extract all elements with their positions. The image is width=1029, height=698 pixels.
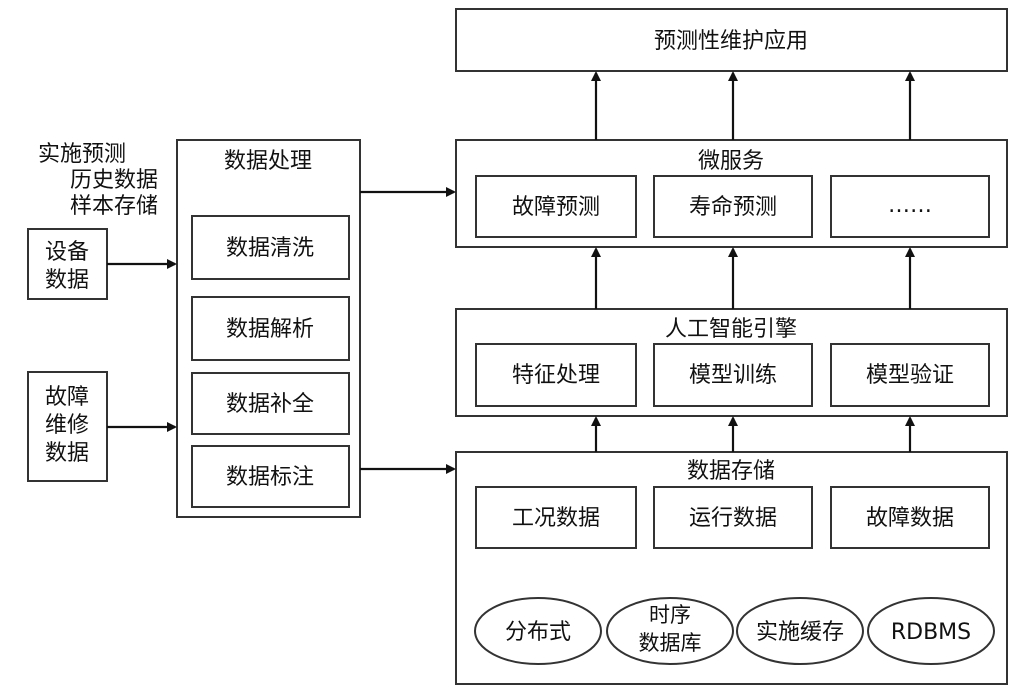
processing-box-labeling [191,445,350,508]
tech-label: 分布式 [505,620,571,645]
processing-label: 数据解析 [226,317,314,342]
tech-label: RDBMS [891,620,971,645]
processing-panel: 数据处理 数据清洗 数据解析 数据补全 数据标注 [176,139,361,518]
processing-label: 数据补全 [226,392,314,417]
engine-label: 模型验证 [866,363,954,388]
tech-label: 实施缓存 [756,620,844,645]
engine-label: 特征处理 [512,363,600,388]
input-fault-maintenance-data: 故障 维修 数据 [27,371,108,482]
microservice-layer: 微服务 故障预测 寿命预测 …… [455,139,1008,248]
microservice-title: 微服务 [698,149,764,174]
processing-label: 数据标注 [226,465,314,490]
note-line: 历史数据 [70,168,158,193]
service-label: …… [888,193,932,218]
storage-tech-distributed [474,597,602,665]
storage-label: 运行数据 [689,506,777,531]
tech-label: 数据库 [639,631,702,655]
engine-box-feature-processing [475,343,637,407]
processing-box-parsing [191,296,350,361]
input-label: 维修 [45,413,89,438]
processing-box-cleaning [191,215,350,280]
storage-layer: 数据存储 工况数据 运行数据 故障数据 分布式 时序 数据库 实施缓存 RDBM… [455,451,1008,685]
storage-label: 工况数据 [512,506,600,531]
engine-box-model-training [653,343,813,407]
input-label: 数据 [45,268,89,293]
ai-engine-title: 人工智能引擎 [665,317,797,342]
fault-maintenance-box [27,371,108,482]
app-layer-title: 预测性维护应用 [654,29,808,54]
storage-tech-cache [736,597,864,665]
input-label: 设备 [45,240,89,265]
storage-title: 数据存储 [687,459,775,484]
storage-note: 实施预测 历史数据 样本存储 [38,142,158,219]
app-layer-box [455,8,1008,72]
processing-title: 数据处理 [224,149,312,174]
connectors [107,71,915,474]
engine-box-model-validation [830,343,990,407]
app-layer: 预测性维护应用 [455,8,1008,72]
service-box-life-prediction [653,175,813,238]
service-label: 故障预测 [512,195,600,220]
storage-label: 故障数据 [866,506,954,531]
engine-label: 模型训练 [689,363,777,388]
service-label: 寿命预测 [689,195,777,220]
storage-tech-timeseries-db [606,597,734,665]
processing-label: 数据清洗 [226,236,314,261]
input-label: 故障 [45,385,89,410]
processing-box-completion [191,372,350,435]
storage-box-runtime-data [653,486,813,549]
input-label: 数据 [45,441,89,466]
service-box-more [830,175,990,238]
ai-engine-layer: 人工智能引擎 特征处理 模型训练 模型验证 [455,308,1008,417]
tech-label: 时序 [649,603,691,627]
storage-tech-rdbms [867,597,995,665]
service-box-fault-prediction [475,175,637,238]
note-line: 实施预测 [38,142,126,167]
note-line: 样本存储 [70,194,158,219]
storage-box-working-data [475,486,637,549]
input-device-data: 设备 数据 [27,228,108,300]
storage-box-fault-data [830,486,990,549]
